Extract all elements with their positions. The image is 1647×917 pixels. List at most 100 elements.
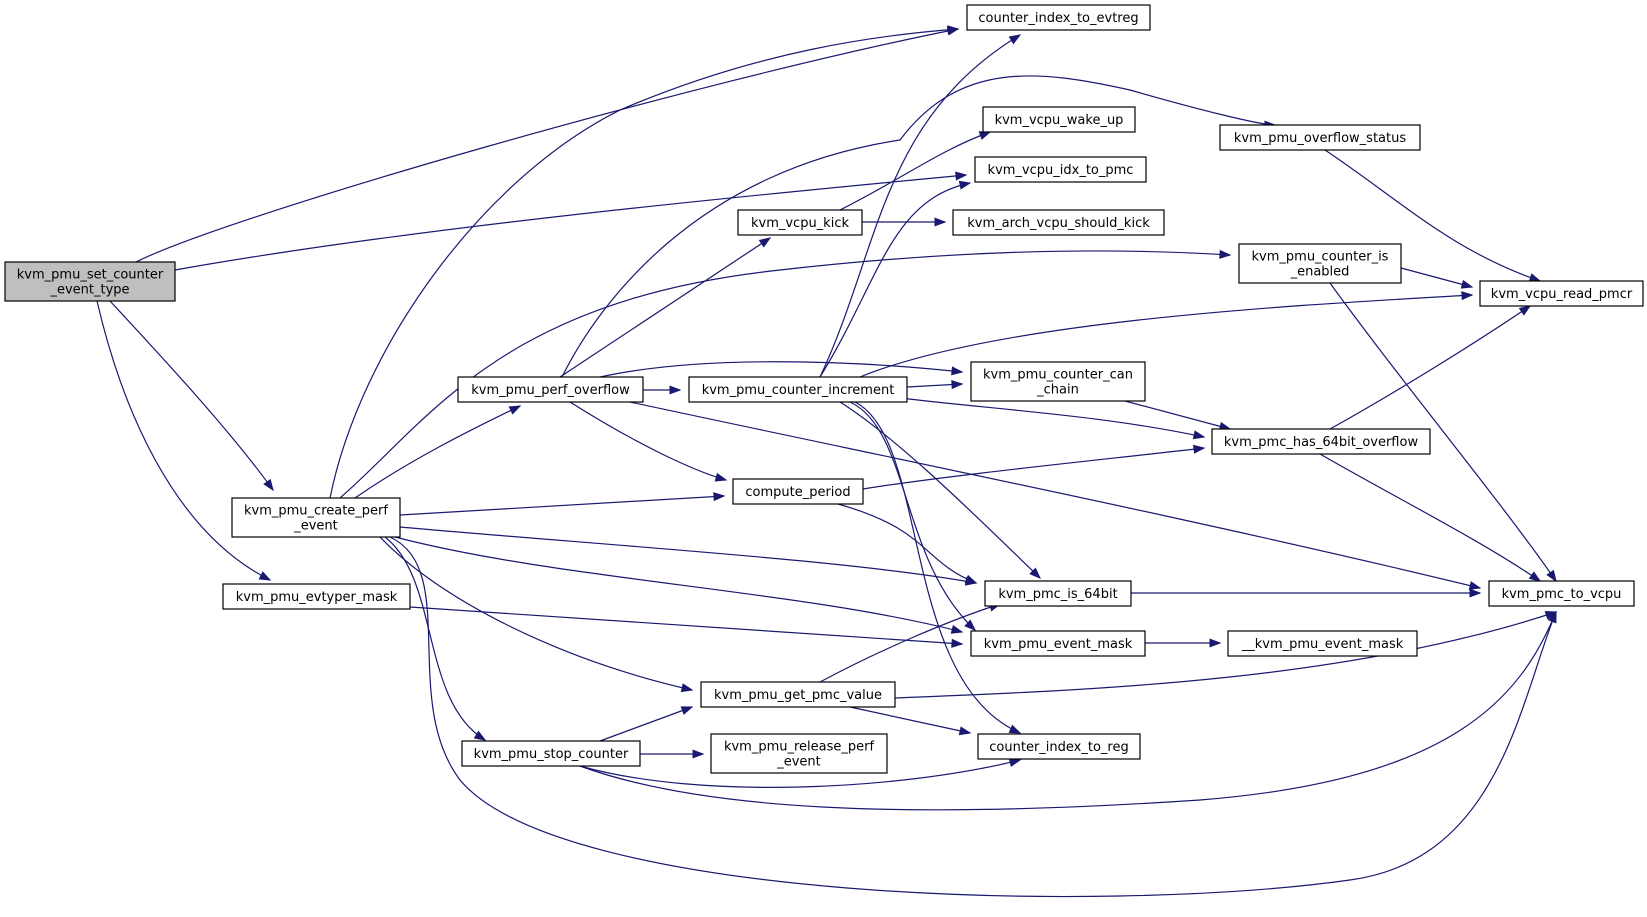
function-label: kvm_pmu_set_counter [17,268,164,283]
call-edge-counter_is_enabled-to-pmc_to_vcpu [1329,282,1557,583]
call-edge-event_mask-to-underscore_event_mask [1145,638,1222,648]
call-edge-stop_counter-to-pmc_to_vcpu [579,610,1557,811]
arrowhead-icon [951,380,964,390]
arrowhead-icon [934,217,947,227]
arrowhead-icon [964,574,978,584]
call-edge-create_perf_event-to-stop_counter [384,536,487,741]
call-edge-set_counter_event_type-to-vcpu_idx_to_pmc [174,171,968,271]
arrowhead-icon [1468,581,1482,590]
function-node-counter-is-enabled[interactable]: kvm_pmu_counter_is_enabled [1238,243,1402,284]
function-node-vcpu-idx-to-pmc[interactable]: kvm_vcpu_idx_to_pmc [974,156,1147,183]
arrowhead-icon [951,366,964,376]
function-label: counter_index_to_reg [989,740,1128,755]
function-node-evtyper-mask[interactable]: kvm_pmu_evtyper_mask [222,583,411,610]
function-node-counter-index-to-evtreg[interactable]: counter_index_to_evtreg [966,4,1151,31]
arrowhead-icon [1528,273,1542,282]
function-label: kvm_pmu_perf_overflow [471,383,630,398]
function-node-arch-vcpu-should-kick[interactable]: kvm_arch_vcpu_should_kick [952,209,1165,236]
arrowhead-icon [1008,724,1022,734]
call-edge-counter_increment-to-pmc_has_64bit_overflow [899,397,1206,440]
arrowhead-icon [669,385,682,395]
function-node-counter-index-to-reg[interactable]: counter_index_to_reg [977,733,1141,760]
function-node-counter-increment[interactable]: kvm_pmu_counter_increment [688,376,908,403]
function-node-pmc-is-64bit[interactable]: kvm_pmc_is_64bit [984,580,1132,607]
function-label: kvm_vcpu_wake_up [995,113,1124,128]
arrowhead-icon [1547,610,1557,624]
arrowhead-icon [714,472,728,482]
call-edge-pmc_has_64bit_overflow-to-pmc_to_vcpu [1319,453,1542,582]
arrowhead-icon [1546,569,1557,583]
arrowhead-icon [508,405,522,415]
function-node-stop-counter[interactable]: kvm_pmu_stop_counter [461,740,641,767]
function-label: kvm_vcpu_kick [751,216,850,231]
arrowhead-icon [1544,610,1558,620]
call-edge-compute_period-to-pmc_has_64bit_overflow [862,444,1206,490]
function-node-create-perf-event[interactable]: kvm_pmu_create_perf_event [231,497,401,538]
function-node-vcpu-kick[interactable]: kvm_vcpu_kick [737,209,863,236]
arrowhead-icon [1008,34,1022,45]
arrowhead-icon [958,180,972,190]
call-edge-pmc_is_64bit-to-pmc_to_vcpu [1131,588,1482,598]
function-node-overflow-status[interactable]: kvm_pmu_overflow_status [1219,124,1421,151]
function-label: kvm_pmu_stop_counter [474,747,629,762]
call-edge-counter_increment-to-counter_index_to_evtreg [819,34,1022,378]
call-edge-perf_overflow-to-counter_can_chain [599,361,964,378]
call-edge-perf_overflow-to-overflow_status [561,75,1277,378]
function-node-release-perf-event[interactable]: kvm_pmu_release_perf_event [710,733,888,774]
function-label: _event_type [49,283,129,298]
call-edge-counter_increment-to-event_mask [849,401,977,631]
call-edge-stop_counter-to-release_perf_event [640,749,705,759]
arrowhead-icon [951,638,964,648]
arrowhead-icon [713,492,726,502]
function-node-counter-can-chain[interactable]: kvm_pmu_counter_can_chain [970,361,1146,402]
arrowhead-icon [1029,567,1042,579]
function-node-perf-overflow[interactable]: kvm_pmu_perf_overflow [457,376,644,403]
function-label: kvm_pmc_has_64bit_overflow [1224,435,1419,450]
function-node-vcpu-wake-up[interactable]: kvm_vcpu_wake_up [982,106,1136,133]
call-edge-vcpu_kick-to-arch_vcpu_should_kick [862,217,947,227]
call-edge-perf_overflow-to-counter_increment [643,385,682,395]
function-label: kvm_pmu_create_perf [244,504,388,519]
call-edge-create_perf_event-to-compute_period [399,492,726,516]
function-node-event-mask[interactable]: kvm_pmu_event_mask [970,630,1146,657]
call-edge-create_perf_event-to-pmc_is_64bit [399,526,978,586]
function-label: kvm_pmc_to_vcpu [1502,587,1622,602]
call-edge-pmc_has_64bit_overflow-to-vcpu_read_pmcr [1329,305,1532,430]
arrowhead-icon [978,131,992,140]
call-edge-perf_overflow-to-vcpu_kick [559,237,772,378]
function-node-underscore-event-mask[interactable]: __kvm_pmu_event_mask [1227,630,1418,657]
function-node-pmc-has-64bit-overflow[interactable]: kvm_pmc_has_64bit_overflow [1211,428,1431,455]
call-edge-evtyper_mask-to-event_mask [409,606,964,648]
function-node-pmc-to-vcpu[interactable]: kvm_pmc_to_vcpu [1488,580,1635,607]
arrowhead-icon [473,730,487,741]
function-node-vcpu-read-pmcr[interactable]: kvm_vcpu_read_pmcr [1479,280,1644,307]
function-label: compute_period [745,485,850,500]
arrowhead-icon [1193,444,1206,454]
function-label: kvm_vcpu_idx_to_pmc [988,163,1134,178]
call-edge-set_counter_event_type-to-evtyper_mask [96,300,272,581]
function-label: kvm_pmc_is_64bit [998,587,1117,602]
call-edge-counter_increment-to-pmc_is_64bit [839,401,1042,579]
function-label: kvm_pmu_event_mask [984,637,1133,652]
arrowhead-icon [1518,305,1532,316]
arrowhead-icon [258,571,272,581]
call-edge-perf_overflow-to-pmc_to_vcpu [629,401,1482,590]
function-node-compute-period[interactable]: compute_period [732,478,864,505]
call-edge-counter_increment-to-vcpu_idx_to_pmc [819,180,972,378]
function-label: kvm_pmu_release_perf [724,740,875,755]
arrowhead-icon [947,25,960,35]
function-label: counter_index_to_evtreg [978,11,1138,26]
call-edge-stop_counter-to-get_pmc_value [599,706,694,742]
arrowhead-icon [1461,291,1474,301]
function-label: kvm_pmu_counter_can [983,368,1133,383]
call-edge-overflow_status-to-vcpu_read_pmcr [1324,149,1542,282]
function-node-set-counter-event-type[interactable]: kvm_pmu_set_counter_event_type [4,261,176,302]
call-edge-counter_increment-to-counter_index_to_reg [854,401,1022,734]
call-edge-create_perf_event-to-perf_overflow [354,405,522,499]
call-edge-get_pmc_value-to-pmc_to_vcpu [894,610,1558,699]
arrowhead-icon [680,706,694,715]
function-node-get-pmc-value[interactable]: kvm_pmu_get_pmc_value [700,681,896,708]
call-edge-create_perf_event-to-get_pmc_value [379,536,694,693]
call-edge-create_perf_event-to-counter_index_to_evtreg [329,25,960,499]
